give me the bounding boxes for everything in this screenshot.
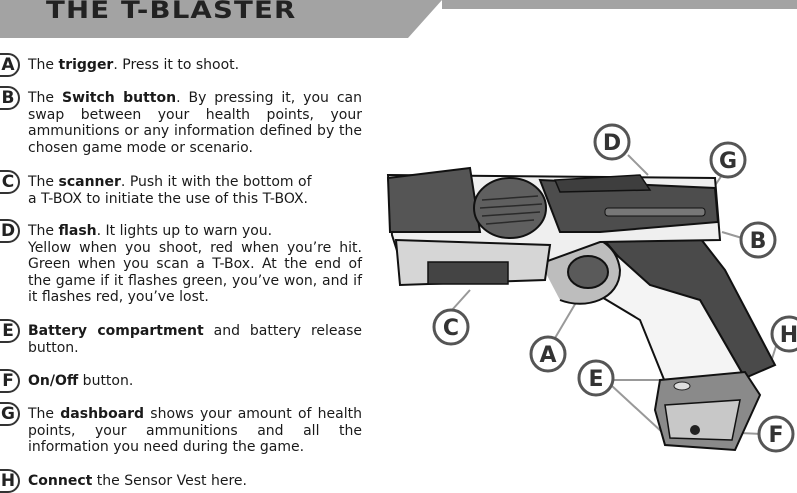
- svg-text:G: G: [719, 149, 737, 174]
- letter-badge: A: [0, 53, 20, 77]
- callout-e: E: [577, 359, 615, 397]
- letter-badge: E: [0, 319, 20, 343]
- item-f: F On/Off button.: [0, 369, 362, 393]
- item-text: Connect the Sensor Vest here.: [28, 473, 247, 489]
- callout-c: C: [432, 308, 470, 346]
- page-title: THE T-BLASTER: [46, 0, 297, 24]
- dashboard-slot: [604, 207, 706, 217]
- letter-badge: F: [0, 369, 20, 393]
- letter-badge: C: [0, 170, 20, 194]
- dashboard-housing: [538, 178, 720, 233]
- item-g: G The dashboard shows your amount of hea…: [0, 402, 362, 456]
- callout-g: G: [709, 141, 747, 179]
- callout-d: D: [593, 123, 631, 161]
- svg-text:H: H: [780, 323, 797, 348]
- item-text: Battery compartment and battery release …: [28, 323, 362, 356]
- item-a: A The trigger. Press it to shoot.: [0, 53, 362, 77]
- t-blaster-illustration: D G B C A H E F: [386, 123, 797, 453]
- letter-badge: H: [0, 469, 20, 493]
- callout-f: F: [757, 415, 795, 453]
- item-text: The dashboard shows your amount of healt…: [28, 406, 362, 455]
- item-d: D The flash. It lights up to warn you.Ye…: [0, 219, 362, 306]
- item-text: On/Off button.: [28, 373, 134, 389]
- item-h: H Connect the Sensor Vest here.: [0, 469, 362, 493]
- svg-text:F: F: [768, 423, 783, 448]
- svg-text:D: D: [603, 131, 621, 156]
- item-e: E Battery compartment and battery releas…: [0, 319, 362, 356]
- item-text: The Switch button. By pressing it, you c…: [28, 90, 362, 156]
- svg-text:E: E: [588, 367, 603, 392]
- svg-text:A: A: [539, 343, 556, 368]
- scanner: [427, 261, 509, 285]
- rear-housing: [386, 166, 482, 233]
- callout-a: A: [529, 335, 567, 373]
- flash: [553, 174, 652, 193]
- item-b: B The Switch button. By pressing it, you…: [0, 86, 362, 156]
- svg-text:C: C: [443, 316, 459, 341]
- letter-badge: D: [0, 219, 20, 243]
- header-band: THE T-BLASTER: [0, 0, 797, 40]
- callout-h: H: [770, 315, 797, 353]
- letter-badge: G: [0, 402, 20, 426]
- trigger: [567, 255, 609, 289]
- item-text: The trigger. Press it to shoot.: [28, 57, 240, 73]
- callout-b: B: [739, 221, 777, 259]
- svg-text:B: B: [750, 229, 767, 254]
- letter-badge: B: [0, 86, 20, 110]
- power-button-icon: [690, 425, 700, 435]
- header-shape: [0, 0, 797, 38]
- item-text: The flash. It lights up to warn you.Yell…: [28, 223, 362, 305]
- item-c: C The scanner. Push it with the bottom o…: [0, 170, 362, 207]
